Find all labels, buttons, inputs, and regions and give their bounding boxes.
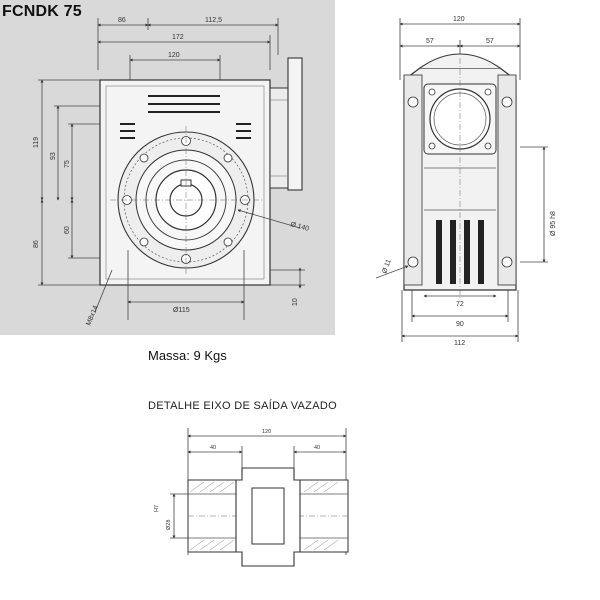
side-dim-72: 72	[456, 301, 464, 308]
mass-label: Massa: 9 Kgs	[148, 348, 227, 363]
side-dim-120: 120	[453, 16, 465, 23]
model-title: FCNDK 75	[2, 3, 82, 20]
dim-86-top: 86	[118, 17, 126, 24]
detail-dim-120: 120	[262, 429, 271, 435]
detail-dim-40-right: 40	[314, 445, 320, 451]
side-dim-57-right: 57	[486, 38, 494, 45]
front-view	[38, 18, 305, 320]
dim-10: 10	[292, 298, 299, 306]
side-dim-112: 112	[454, 340, 465, 347]
dim-75: 75	[64, 160, 71, 168]
dim-119: 119	[33, 137, 40, 148]
dim-120: 120	[168, 52, 180, 59]
detail-dim-40-left: 40	[210, 445, 216, 451]
dim-86-left: 86	[33, 240, 40, 248]
dim-115: Ø115	[173, 307, 190, 314]
detail-dimensions: 120 40 40 Ø28 H7	[154, 429, 320, 530]
side-view-dimensions: 120 57 57 Ø 95 h8 Ø 11 72 90 112	[381, 16, 557, 347]
side-dim-bore: Ø 95 h8	[550, 211, 557, 236]
dim-172: 172	[172, 34, 184, 41]
dim-140: Ø 140	[289, 221, 309, 233]
dim-93: 93	[50, 152, 57, 160]
dim-112-5: 112,5	[205, 17, 222, 24]
dim-m8: M8x14	[85, 305, 99, 327]
detail-view	[170, 428, 349, 567]
side-view	[375, 18, 548, 342]
side-dim-11: Ø 11	[381, 258, 393, 274]
dim-60: 60	[64, 226, 71, 234]
detail-dim-h7: H7	[154, 505, 160, 512]
side-dim-90: 90	[456, 321, 464, 328]
side-dim-57-left: 57	[426, 38, 434, 45]
detail-dim-bore: Ø28	[166, 520, 172, 530]
detail-title: DETALHE EIXO DE SAÍDA VAZADO	[148, 400, 337, 412]
